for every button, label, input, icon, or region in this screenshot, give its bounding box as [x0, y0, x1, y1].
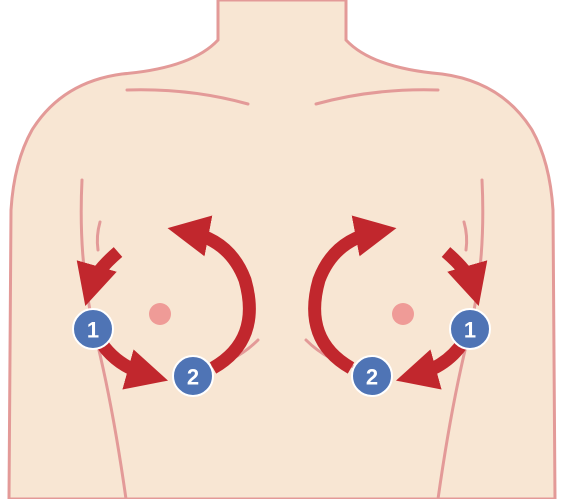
- right-nipple: [392, 303, 414, 325]
- torso: [7, 0, 557, 499]
- right-step-1-badge: 1: [449, 308, 491, 350]
- left-step-2-badge: 2: [172, 355, 214, 397]
- left-step-2-label: 2: [187, 365, 199, 390]
- right-step-2-badge: 2: [351, 355, 393, 397]
- right-circular-arrow: [308, 215, 397, 374]
- left-circular-arrow: [167, 215, 256, 374]
- left-step-1-label: 1: [87, 318, 99, 343]
- right-step-2-label: 2: [366, 365, 378, 390]
- left-step1-arrow: [76, 247, 123, 306]
- left-step-1-badge: 1: [72, 308, 114, 350]
- left-collarbone-line: [125, 88, 250, 106]
- right-breast-contour: [462, 220, 469, 252]
- right-collarbone-line: [314, 88, 440, 106]
- right-step-1-label: 1: [464, 318, 476, 343]
- left-breast-contour: [95, 220, 102, 252]
- left-nipple: [149, 303, 171, 325]
- right-step1-arrow: [441, 247, 488, 306]
